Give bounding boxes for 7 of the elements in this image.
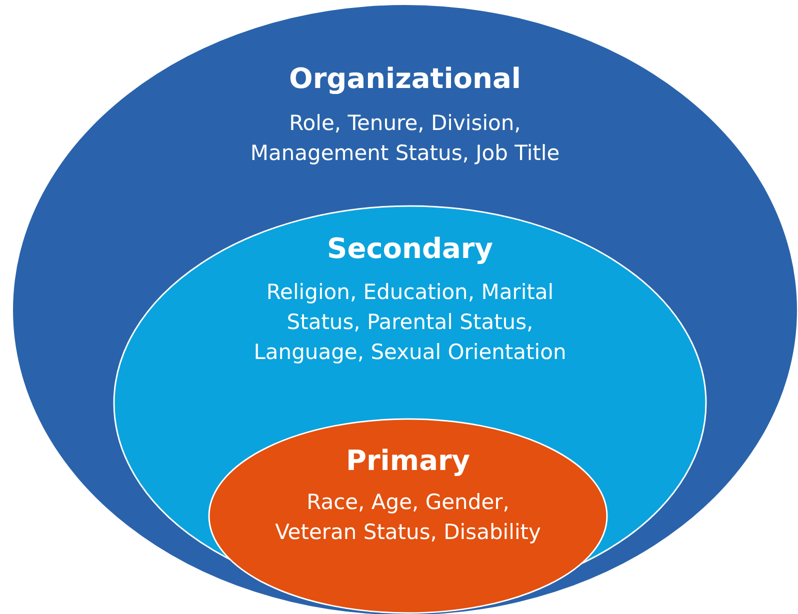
attribute-list: Race, Age, Gender, Veteran Status, Disability: [238, 487, 578, 547]
attribute-list: Role, Tenure, Division, Management Status, Job Title: [195, 108, 615, 168]
heading: Organizational: [289, 62, 521, 95]
heading: Secondary: [327, 232, 493, 265]
attribute-list: Religion, Education, Marital Status, Parental Status, Language, Sexual Orientation: [200, 277, 620, 367]
heading: Primary: [346, 444, 470, 477]
ellipse: [208, 418, 608, 614]
